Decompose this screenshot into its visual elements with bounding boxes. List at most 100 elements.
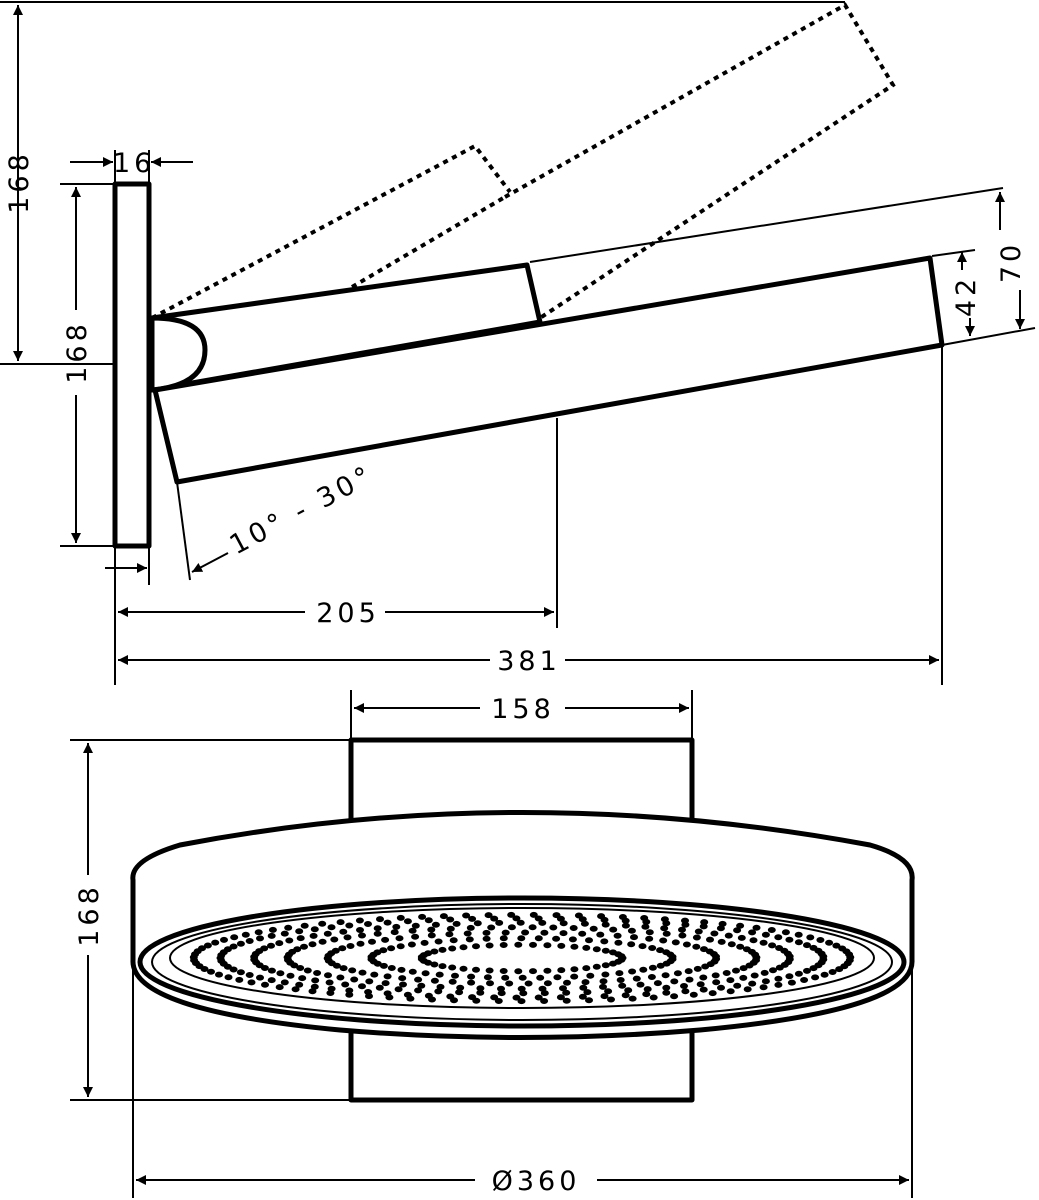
nozzle [424, 917, 433, 924]
nozzle [325, 979, 334, 986]
nozzle [313, 970, 322, 976]
nozzle [673, 970, 682, 977]
nozzle [585, 937, 593, 944]
nozzle [345, 922, 354, 929]
nozzle [365, 993, 373, 1000]
nozzle [726, 988, 735, 995]
nozzle [627, 941, 636, 948]
nozzle [671, 939, 680, 946]
nozzle [364, 921, 372, 927]
nozzle [768, 942, 777, 949]
nozzle [642, 991, 651, 998]
nozzle [358, 969, 367, 976]
nozzle [809, 965, 818, 972]
nozzle [512, 994, 521, 1001]
nozzle [430, 977, 439, 984]
nozzle [820, 971, 829, 978]
nozzle [736, 922, 745, 929]
nozzle [582, 944, 591, 951]
nozzle [339, 928, 348, 935]
nozzle [581, 979, 590, 986]
nozzle [399, 981, 407, 988]
nozzle [408, 968, 417, 975]
nozzle [398, 975, 407, 982]
nozzle [653, 980, 662, 987]
nozzle [373, 930, 382, 937]
nozzle [318, 938, 327, 945]
nozzle [296, 935, 305, 942]
nozzle [345, 987, 354, 994]
nozzle [438, 963, 447, 970]
nozzle [476, 989, 485, 996]
nozzle [692, 943, 701, 950]
nozzle [383, 919, 392, 926]
spray-nozzles [189, 911, 855, 1005]
dim-head-height: 70 [996, 241, 1027, 283]
nozzle [699, 923, 708, 930]
nozzle [656, 962, 665, 969]
nozzle [516, 919, 525, 926]
nozzle [490, 915, 499, 922]
nozzle [514, 941, 523, 948]
nozzle [529, 968, 537, 975]
dim-total-projection: 381 [497, 646, 561, 677]
nozzle [706, 936, 714, 943]
nozzle [800, 977, 809, 983]
nozzle [358, 983, 366, 990]
nozzle [599, 983, 607, 990]
nozzle [230, 934, 239, 941]
nozzle [832, 942, 841, 949]
nozzle [261, 981, 269, 988]
nozzle [472, 966, 480, 973]
nozzle [670, 993, 679, 1000]
dim-overall-height: 168 [74, 883, 105, 947]
dim-mount-width: 158 [491, 694, 555, 725]
nozzle [736, 943, 745, 950]
nozzle [592, 946, 601, 953]
nozzle [681, 988, 690, 995]
nozzle [427, 926, 436, 933]
nozzle [621, 992, 630, 999]
nozzle [583, 989, 592, 996]
nozzle [624, 987, 633, 994]
nozzle [462, 912, 471, 919]
nozzle [774, 934, 783, 941]
nozzle [794, 970, 803, 977]
nozzle [285, 937, 294, 944]
nozzle [825, 939, 834, 946]
nozzle [385, 994, 394, 1001]
nozzle [434, 938, 443, 945]
nozzle [375, 984, 384, 991]
nozzle [310, 926, 319, 933]
nozzle [439, 913, 448, 920]
nozzle [379, 947, 388, 954]
nozzle [621, 922, 630, 929]
nozzle [280, 979, 289, 986]
nozzle [418, 913, 427, 920]
nozzle [414, 976, 423, 983]
nozzle [247, 979, 256, 986]
nozzle [609, 960, 617, 967]
nozzle [465, 936, 474, 943]
nozzle [543, 942, 552, 949]
nozzle [267, 967, 276, 974]
nozzle [448, 978, 457, 985]
nozzle [538, 919, 547, 926]
nozzle [381, 980, 390, 987]
spray-face-inner-rim [151, 903, 893, 1021]
nozzle [759, 984, 768, 991]
nozzle [341, 981, 350, 988]
nozzle [568, 936, 577, 943]
nozzle [557, 942, 566, 949]
nozzle [580, 920, 589, 927]
nozzle [803, 967, 811, 974]
nozzle [601, 947, 610, 954]
spray-face-disc [169, 907, 875, 1009]
nozzle [417, 982, 426, 989]
nozzle [803, 942, 811, 949]
nozzle [397, 966, 406, 973]
nozzle [411, 933, 420, 940]
nozzle [618, 982, 627, 989]
front-view: 158 168 Ø360 [70, 690, 915, 1198]
nozzle [794, 939, 803, 946]
